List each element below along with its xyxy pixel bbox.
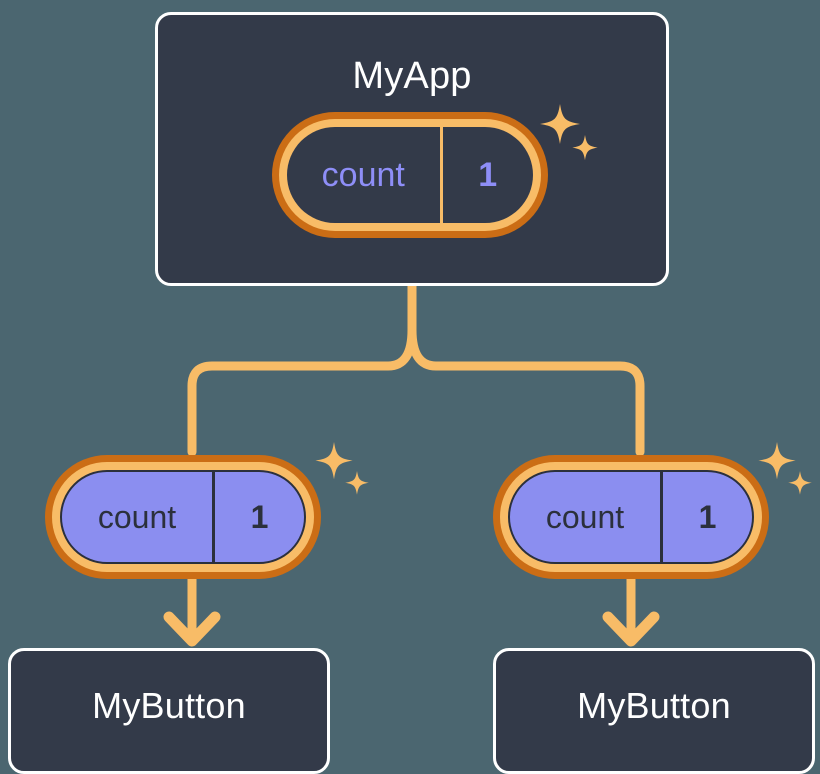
state-pill-body-left: count 1 (60, 470, 306, 564)
state-pill-ring-inner-left: count 1 (52, 462, 314, 572)
state-pill-ring-inner: count 1 (279, 119, 541, 231)
state-value-label: 1 (439, 127, 533, 223)
fork-connector-right-icon (407, 325, 645, 457)
component-label-mybutton-right: MyButton (577, 685, 731, 726)
component-label-myapp: MyApp (352, 55, 472, 97)
state-pill-body: count 1 (287, 127, 533, 223)
state-value-label-right: 1 (660, 472, 752, 562)
state-pill-child-left[interactable]: count 1 (45, 455, 321, 579)
state-pill-myapp[interactable]: count 1 (272, 112, 548, 238)
component-label-mybutton-left: MyButton (92, 685, 246, 726)
fork-connector-icon (187, 281, 417, 457)
state-pill-ring-inner-right: count 1 (500, 462, 762, 572)
state-key-label: count (321, 155, 405, 194)
arrow-down-icon (163, 611, 221, 647)
component-box-mybutton-right[interactable]: MyButton (493, 648, 815, 774)
state-pill-child-right[interactable]: count 1 (493, 455, 769, 579)
component-box-mybutton-left[interactable]: MyButton (8, 648, 330, 774)
state-key-label-left: count (97, 498, 177, 535)
arrow-down-right-icon (602, 611, 660, 647)
state-value-label-left: 1 (212, 472, 304, 562)
state-key-label-right: count (545, 498, 625, 535)
state-pill-body-right: count 1 (508, 470, 754, 564)
